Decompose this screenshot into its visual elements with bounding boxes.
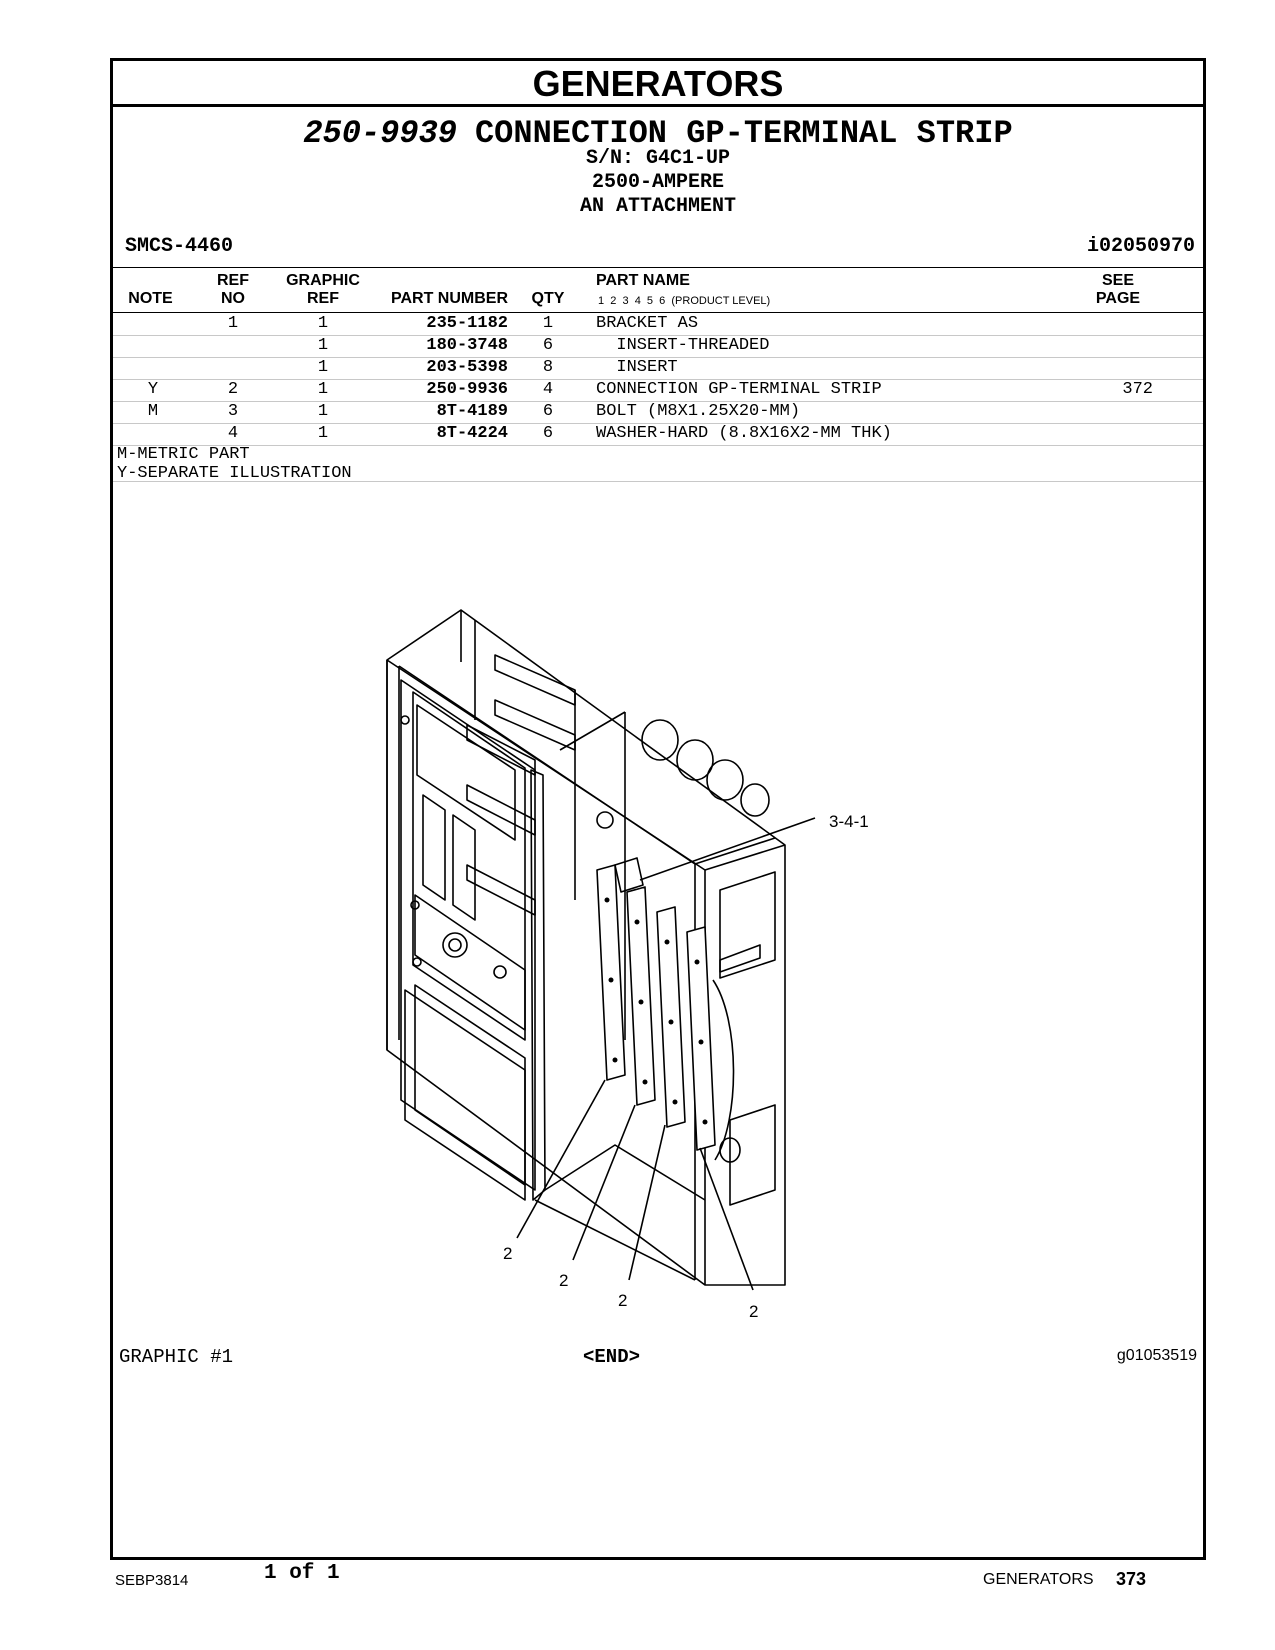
header-graphic-2: REF xyxy=(307,290,339,307)
end-label: <END> xyxy=(583,1346,641,1368)
attachment-label: AN ATTACHMENT xyxy=(579,195,737,218)
cell-graphic: 1 xyxy=(317,402,329,421)
cell-name: INSERT-THREADED xyxy=(596,336,770,355)
cell-qty: 6 xyxy=(542,336,554,355)
header-qty: QTY xyxy=(531,290,565,307)
cell-part: 250-9936 xyxy=(426,380,508,399)
cell-graphic: 1 xyxy=(317,424,329,443)
footer-page-number: 373 xyxy=(1116,1569,1147,1589)
callout-2-a: 2 xyxy=(503,1244,513,1263)
cell-ref: 4 xyxy=(227,424,239,443)
cell-qty: 1 xyxy=(542,314,554,333)
header-part-number: PART NUMBER xyxy=(390,290,508,307)
cell-ref: 1 xyxy=(227,314,239,333)
callout-2-c: 2 xyxy=(618,1291,628,1310)
table-row: 1 1 235-1182 1 BRACKET AS xyxy=(113,313,1203,336)
cell-name: BOLT (M8X1.25X20-MM) xyxy=(596,402,801,421)
header-part-name: PART NAME xyxy=(596,272,690,289)
header-ref-2: NO xyxy=(221,290,245,307)
title-part-number: 250-9939 xyxy=(303,115,457,152)
callout-2-b: 2 xyxy=(559,1271,569,1290)
header-product-level: 1 2 3 4 5 6 (PRODUCT LEVEL) xyxy=(598,295,771,307)
cell-graphic: 1 xyxy=(317,336,329,355)
cell-part: 8T-4224 xyxy=(436,424,508,443)
cell-name: WASHER-HARD (8.8X16X2-MM THK) xyxy=(596,424,892,443)
exploded-view-illustration xyxy=(386,609,816,1291)
cell-graphic: 1 xyxy=(317,358,329,377)
header-graphic-1: GRAPHIC xyxy=(286,272,360,289)
cell-ref: 3 xyxy=(227,402,239,421)
cell-name: BRACKET AS xyxy=(596,314,699,333)
table-row: M 3 1 8T-4189 6 BOLT (M8X1.25X20-MM) xyxy=(113,401,1203,424)
serial-number: S/N: G4C1-UP xyxy=(585,147,731,170)
cell-graphic: 1 xyxy=(317,314,329,333)
footer-doc-number: SEBP3814 xyxy=(115,1572,189,1589)
header-see-2: PAGE xyxy=(1095,290,1141,307)
table-row: Y 2 1 250-9936 4 CONNECTION GP-TERMINAL STRIP… xyxy=(113,379,1203,402)
cell-part: 235-1182 xyxy=(426,314,508,333)
cell-ref: 2 xyxy=(227,380,239,399)
note-metric: M-METRIC PART xyxy=(117,445,250,464)
notes-divider xyxy=(113,481,1203,482)
notes-legend: M-METRIC PART Y-SEPARATE ILLUSTRATION xyxy=(117,445,352,483)
smcs-code: SMCS-4460 xyxy=(125,235,234,258)
cell-name: INSERT xyxy=(596,358,678,377)
graphic-number: g01053519 xyxy=(1116,1347,1197,1364)
title-part-name: CONNECTION GP-TERMINAL STRIP xyxy=(474,115,1013,152)
parts-table-header: NOTE REF NO GRAPHIC REF PART NUMBER QTY … xyxy=(113,267,1203,313)
header-see-1: SEE xyxy=(1101,272,1134,289)
cell-graphic: 1 xyxy=(317,380,329,399)
cell-qty: 6 xyxy=(542,424,554,443)
cell-part: 203-5398 xyxy=(426,358,508,377)
cell-qty: 8 xyxy=(542,358,554,377)
page-title: 250-9939 CONNECTION GP-TERMINAL STRIP xyxy=(113,115,1203,152)
info-id: i02050970 xyxy=(1086,235,1195,258)
header-note: NOTE xyxy=(128,290,173,307)
callout-3-4-1: 3-4-1 xyxy=(829,812,869,831)
section-title: GENERATORS xyxy=(113,61,1203,107)
rating: 2500-AMPERE xyxy=(591,171,725,194)
cell-part: 8T-4189 xyxy=(436,402,508,421)
header-ref-1: REF xyxy=(217,272,249,289)
footer-section: GENERATORS xyxy=(983,1571,1094,1588)
cell-qty: 4 xyxy=(542,380,554,399)
cell-qty: 6 xyxy=(542,402,554,421)
cell-part: 180-3748 xyxy=(426,336,508,355)
note-separate-illustration: Y-SEPARATE ILLUSTRATION xyxy=(117,464,352,483)
callout-2-d: 2 xyxy=(749,1302,759,1321)
footer-page-count: 1 of 1 xyxy=(264,1562,340,1585)
cell-note: Y xyxy=(147,380,159,399)
table-row: 1 203-5398 8 INSERT xyxy=(113,357,1203,380)
graphic-label: GRAPHIC #1 xyxy=(119,1346,234,1368)
table-row: 1 180-3748 6 INSERT-THREADED xyxy=(113,335,1203,358)
cell-name: CONNECTION GP-TERMINAL STRIP xyxy=(596,380,882,399)
table-row: 4 1 8T-4224 6 WASHER-HARD (8.8X16X2-MM THK) xyxy=(113,423,1203,446)
cell-note: M xyxy=(147,402,159,421)
cell-see: 372 xyxy=(1122,380,1153,399)
